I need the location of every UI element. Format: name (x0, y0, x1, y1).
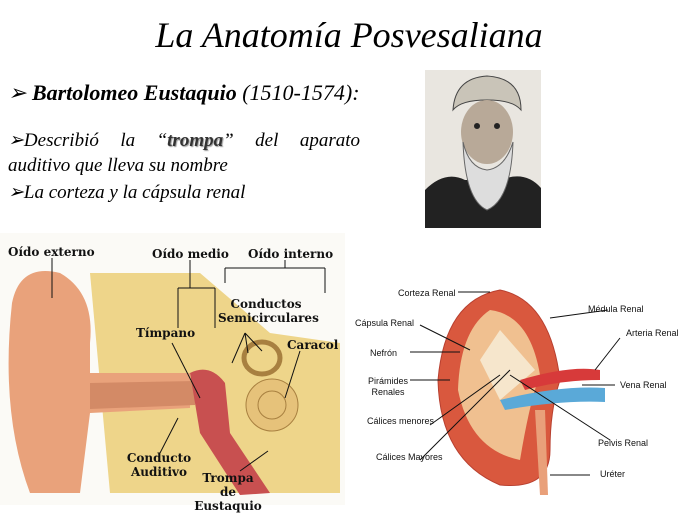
label-calices-menores: Cálices menores (367, 416, 435, 426)
slide-title: La Anatomía Posvesaliana (155, 15, 543, 55)
trompa-word: trompa (167, 130, 224, 151)
label-ureter: Uréter (600, 469, 626, 479)
label-medula: Médula Renal (588, 304, 644, 314)
label-caracol: Caracol (287, 338, 339, 352)
bullet-arrow-icon: ➢ (8, 80, 27, 105)
bullet-item-1: ➢Describió la “trompa” del aparato (8, 126, 360, 156)
label-oido-medio: Oído medio (152, 247, 229, 261)
label-calices-mayores: Cálices Mayores (376, 452, 443, 462)
ear-diagram: Oído externo Oído medio Oído interno Con… (0, 233, 345, 513)
author-name: Bartolomeo Eustaquio (31, 80, 237, 105)
label-capsula: Cápsula Renal (355, 318, 415, 328)
label-piramides: Pirámides Renales (368, 376, 409, 397)
bullet-arrow-icon: ➢ (8, 130, 24, 151)
bullet-item-1-line2: auditivo que lleva su nombre (8, 155, 228, 176)
label-oido-externo: Oído externo (8, 245, 95, 259)
bullet-arrow-icon: ➢ (8, 182, 24, 203)
bullet-heading: ➢ Bartolomeo Eustaquio (1510-1574): (8, 80, 360, 106)
item1-text-end: ” del aparato (223, 130, 361, 151)
item1-text: Describió la “ (23, 130, 168, 151)
label-trompa: Trompa de Eustaquio (194, 471, 262, 513)
label-timpano: Tímpano (136, 326, 196, 340)
author-dates: (1510-1574): (242, 80, 360, 105)
label-vena: Vena Renal (620, 380, 667, 390)
label-pelvis: Pelvis Renal (598, 438, 649, 448)
label-conductos: Conductos Semicirculares (218, 297, 319, 325)
eustachi-portrait (425, 70, 541, 228)
label-conducto-auditivo: Conducto Auditivo (126, 451, 192, 479)
label-nefron: Nefrón (370, 348, 398, 358)
kidney-diagram: Corteza Renal Médula Renal Cápsula Renal… (350, 280, 698, 502)
bullet-item-2: ➢La corteza y la cápsula renal (8, 181, 245, 204)
label-arteria: Arteria Renal (626, 328, 679, 338)
label-oido-interno: Oído interno (248, 247, 334, 261)
item2-text: La corteza y la cápsula renal (23, 182, 246, 203)
label-corteza: Corteza Renal (398, 288, 456, 298)
